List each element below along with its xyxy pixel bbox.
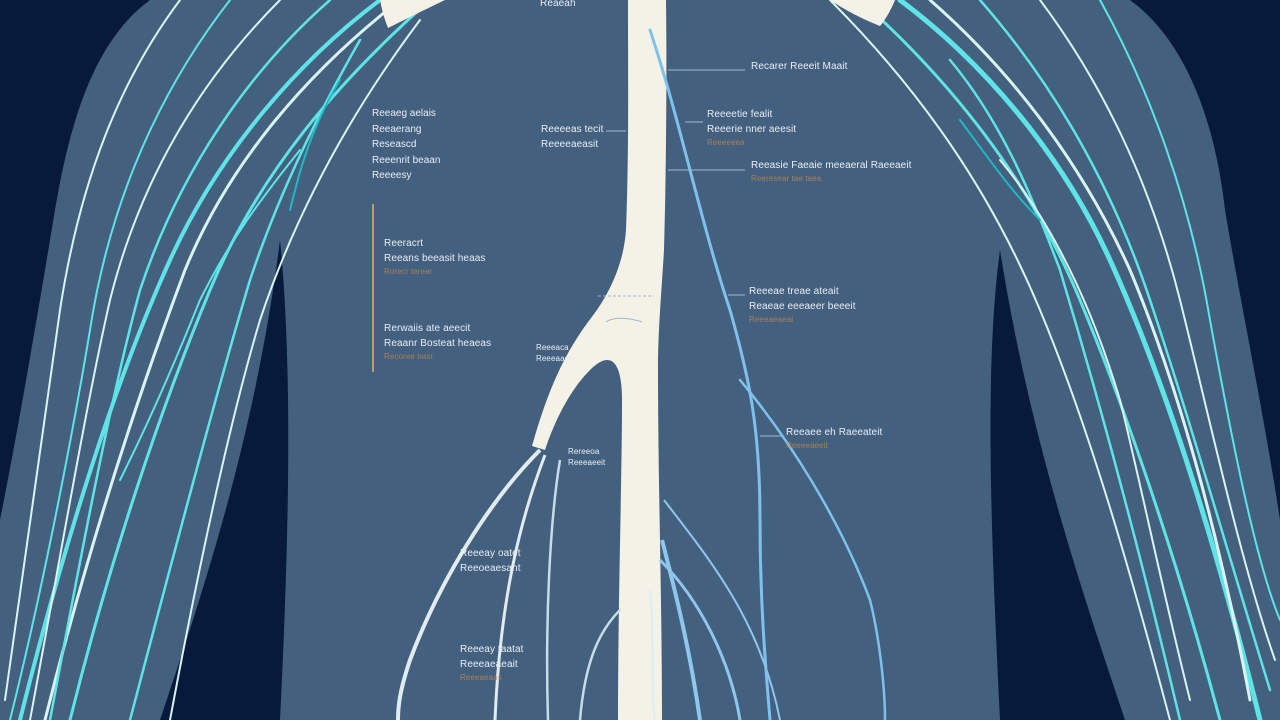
nerve-line: [43, 0, 402, 720]
label-right-top: Recarer Reeeit Maait: [751, 59, 847, 74]
nerve-line: [948, 58, 1182, 720]
label-line: Reeeeaeasit: [541, 139, 599, 150]
label-top-center: Reaeah: [540, 0, 576, 11]
label-right-4: Reeeae treae ateait Reaeae eeeaeer beeei…: [749, 284, 856, 326]
spinal-cord: [396, 0, 781, 720]
label-mid-upper: Reeeeas tecit Reeeeaeasit: [541, 122, 603, 152]
nerve-branch: [658, 558, 742, 720]
label-line: Reaanr Bosteat heaeas: [384, 338, 492, 349]
spinal-cord-shape: [532, 0, 667, 720]
list-item: Reeeesy: [372, 170, 412, 181]
label-line: Reeerie nner aeesit: [707, 124, 797, 135]
nerve-branch: [396, 448, 542, 720]
list-item: Reeaerang: [372, 123, 422, 135]
label-title: Reeeay taatat: [460, 644, 524, 655]
cord-detail: [605, 317, 643, 323]
label-right-5: Reeaee eh Raeeateit Reeeeaeeit: [786, 425, 882, 452]
list-item: Reseascd: [372, 139, 417, 150]
label-line: Reeeaaees: [536, 354, 578, 363]
label-title: Reeeaca: [536, 343, 569, 352]
label-mid-bottom-upper: Reeeay oatet Reeoeaesant: [460, 546, 521, 576]
label-title: Recarer Reeeit Maait: [751, 61, 848, 72]
nerve-line: [738, 378, 887, 720]
shoulder-nerve-right: [830, 0, 895, 26]
left-arm-nerves: [4, 0, 432, 720]
label-mid-small: Reeeaca Reeeaaees: [536, 342, 578, 364]
label-title: Reaeah: [540, 0, 576, 9]
label-sub: Reeeeeea: [707, 138, 745, 147]
nerve-branch: [660, 539, 702, 720]
label-line: Reeeaeeit: [568, 458, 606, 467]
nerve-line: [289, 79, 341, 211]
label-sub: Reeeeaeeit: [786, 441, 828, 450]
list-item: Reeenrit beaan: [372, 154, 441, 166]
nerve-line: [9, 0, 231, 720]
label-title: Reeasie Faeaie meeaeral Raeeaeit: [751, 160, 912, 171]
nerve-line: [959, 119, 1041, 221]
nerve-line: [648, 28, 772, 720]
nerve-line: [999, 159, 1191, 701]
label-right-2: Reeeetie fealit Reeerie nner aeesit Reee…: [707, 107, 796, 149]
label-line: Reaeae eeeaeer beeeit: [749, 301, 856, 312]
label-title: Reeeetie fealit: [707, 109, 773, 120]
label-title: Reeracrt: [384, 238, 424, 249]
nerve-line: [29, 0, 281, 720]
label-sub: Reeresear tae taea: [751, 174, 822, 183]
nerve-line: [48, 0, 332, 720]
label-line: Reeoeaesant: [460, 563, 521, 574]
left-bracket: [372, 204, 374, 372]
nerve-line: [897, 0, 1263, 720]
label-title: Reeeae treae ateait: [749, 286, 839, 297]
nerve-line: [18, 0, 382, 720]
left-label-list: Reeaeg aelais Reeaerang Reseascd Reeenri…: [372, 106, 440, 184]
nerve-line: [169, 19, 421, 720]
nerve-line: [4, 0, 181, 701]
label-title: Reeeeas tecit: [541, 124, 604, 135]
label-title: Rereeoa: [568, 447, 600, 456]
nerve-line: [1099, 0, 1280, 621]
nerve-line: [978, 0, 1272, 692]
label-line: Reeeaeaeait: [460, 659, 518, 670]
label-title: Reeeay oatet: [460, 548, 521, 559]
right-arm-nerves: [829, 0, 1280, 720]
label-right-3: Reeasie Faeaie meeaeral Raeeaeit Reerese…: [751, 158, 912, 185]
nerve-line: [128, 38, 362, 720]
nerve-line: [68, 0, 432, 720]
label-sub: Recoree basr: [384, 352, 434, 361]
leader-lines: [606, 69, 782, 437]
label-title: Reeaee eh Raeeateit: [786, 427, 883, 438]
label-left-group-2: Rerwaiis ate aeecit Reaanr Bosteat heaea…: [384, 321, 491, 363]
right-descending-nerve: [648, 28, 887, 720]
shoulder-nerve-left: [380, 0, 445, 28]
label-title: Rerwaiis ate aeecit: [384, 323, 471, 334]
nerve-line: [119, 149, 301, 481]
label-mid-low: Rereeoa Reeeaeeit: [568, 446, 605, 468]
nerve-branch: [545, 459, 562, 720]
label-sub: Reeeaeaas: [460, 673, 502, 682]
label-sub: Reeeaeaeal: [749, 315, 794, 324]
label-line: Reeans beeasit heaas: [384, 253, 486, 264]
nerve-line: [858, 0, 1222, 720]
nerve-line: [928, 0, 1252, 702]
label-left-group-1: Reeracrt Reeans beeasit heaas Rorecr ter…: [384, 236, 486, 278]
nerve-branch: [649, 589, 656, 720]
nerve-branch: [493, 454, 547, 720]
nerve-line: [829, 0, 1171, 720]
label-sub: Rorecr terear: [384, 267, 433, 276]
label-mid-bottom-lower: Reeeay taatat Reeeaeaeait Reeeaeaas: [460, 642, 524, 684]
nerve-branch: [663, 499, 781, 720]
nerve-branch: [578, 609, 621, 720]
nerve-line: [1039, 0, 1276, 661]
list-item: Reeaeg aelais: [372, 108, 436, 119]
